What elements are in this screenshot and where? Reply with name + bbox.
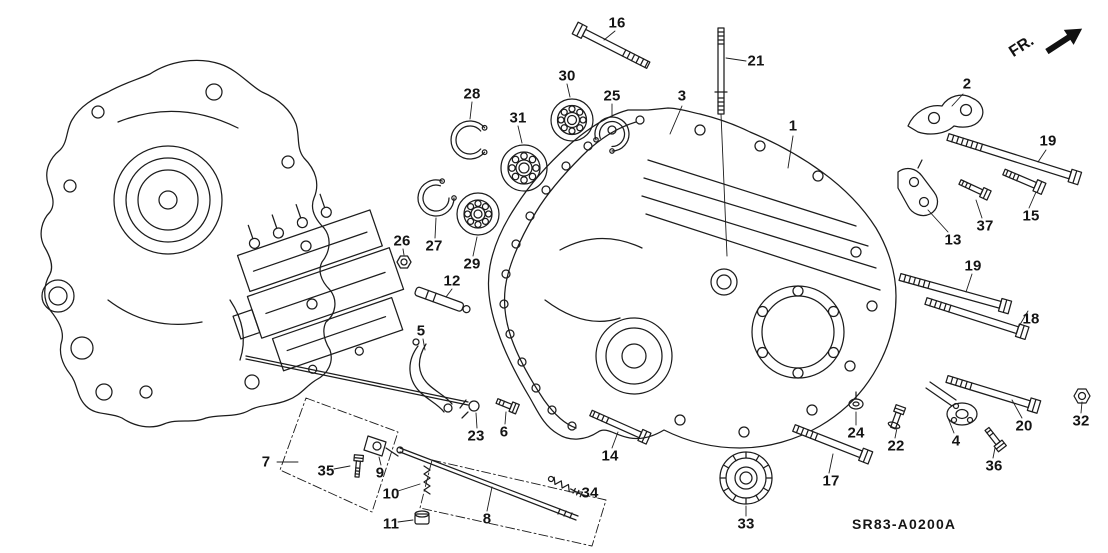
bolt-37-drawing <box>958 179 992 201</box>
cap-11-drawing <box>414 510 430 525</box>
nut-32-drawing <box>1073 388 1091 404</box>
lever-9-drawing <box>363 435 399 457</box>
bolt-6-drawing <box>495 398 520 415</box>
shaft-4-drawing <box>925 381 978 426</box>
bracket-2-drawing <box>907 94 984 135</box>
stud-21-drawing <box>714 27 728 257</box>
diagram-code: SR83-A0200A <box>852 516 957 532</box>
callout-36: 36 <box>985 457 1003 475</box>
assembly-boundary-8 <box>419 459 607 547</box>
callout-6: 6 <box>499 423 509 441</box>
callout-8: 8 <box>482 510 492 528</box>
callout-13: 13 <box>944 231 962 249</box>
fork-5-drawing <box>409 338 453 413</box>
callout-15: 15 <box>1022 207 1040 225</box>
callout-35: 35 <box>317 462 335 480</box>
leader-lines <box>276 30 1083 523</box>
callout-23: 23 <box>467 427 485 445</box>
snap-ring-28-drawing <box>450 120 488 160</box>
callout-16: 16 <box>608 14 626 32</box>
callout-11: 11 <box>382 515 400 533</box>
callout-3: 3 <box>677 87 687 105</box>
bearing-30-drawing <box>550 98 594 142</box>
assembly-boundary-7 <box>279 397 399 513</box>
nut-26-drawing <box>396 255 412 269</box>
callout-20: 20 <box>1015 417 1033 435</box>
callout-22: 22 <box>887 437 905 455</box>
bolt-35-drawing <box>353 454 365 478</box>
bearing-29-drawing <box>456 192 500 236</box>
callout-25: 25 <box>603 87 621 105</box>
callout-21: 21 <box>747 52 765 70</box>
callout-10: 10 <box>382 485 400 503</box>
callout-19b: 19 <box>964 257 982 275</box>
snap-ring-27-drawing <box>417 178 457 217</box>
callout-33: 33 <box>737 515 755 533</box>
callout-30: 30 <box>558 67 576 85</box>
callout-31: 31 <box>509 109 527 127</box>
callout-4: 4 <box>951 432 961 450</box>
bearing-31-drawing <box>500 144 548 192</box>
callout-28: 28 <box>463 85 481 103</box>
callout-24: 24 <box>847 424 865 442</box>
fr-arrow-icon <box>1045 28 1083 55</box>
bolt-36-drawing <box>984 426 1007 453</box>
callout-7: 7 <box>261 453 271 471</box>
callout-2: 2 <box>962 75 972 93</box>
callout-5: 5 <box>416 322 426 340</box>
callout-29: 29 <box>463 255 481 273</box>
bolt-20-drawing <box>945 375 1042 414</box>
bolt-15-drawing <box>1002 168 1047 195</box>
callout-1: 1 <box>788 117 798 135</box>
clevis-23-drawing <box>459 399 480 419</box>
callout-18: 18 <box>1022 310 1040 328</box>
callout-17: 17 <box>822 472 840 490</box>
callout-27: 27 <box>425 237 443 255</box>
callout-14: 14 <box>601 447 619 465</box>
valve-body-drawing <box>232 193 405 374</box>
bolt-16-drawing <box>571 21 651 69</box>
bracket-13-drawing <box>897 159 939 217</box>
callout-37: 37 <box>976 217 994 235</box>
callout-9: 9 <box>375 464 385 482</box>
screw-34-drawing <box>547 475 584 498</box>
rod-8-drawing <box>396 446 579 521</box>
shift-rod-drawing <box>245 355 469 406</box>
bolt-22-drawing <box>887 404 907 430</box>
transmission-housing-drawing <box>487 107 897 449</box>
bolt-19a-drawing <box>946 133 1083 186</box>
callout-26: 26 <box>393 232 411 250</box>
seal-33-drawing <box>719 451 773 505</box>
callout-34: 34 <box>581 484 599 502</box>
bolt-18-drawing <box>924 297 1030 341</box>
callout-12: 12 <box>443 272 461 290</box>
callout-19a: 19 <box>1039 132 1057 150</box>
callout-32: 32 <box>1072 412 1090 430</box>
bolt-17-drawing <box>792 424 874 465</box>
pin-12-drawing <box>414 286 471 314</box>
washer-24-drawing <box>848 391 864 410</box>
snap-ring-25-drawing <box>593 116 630 154</box>
clutch-housing-drawing <box>40 59 336 428</box>
bolt-14-drawing <box>589 409 652 445</box>
bolt-19b-drawing <box>898 273 1013 315</box>
